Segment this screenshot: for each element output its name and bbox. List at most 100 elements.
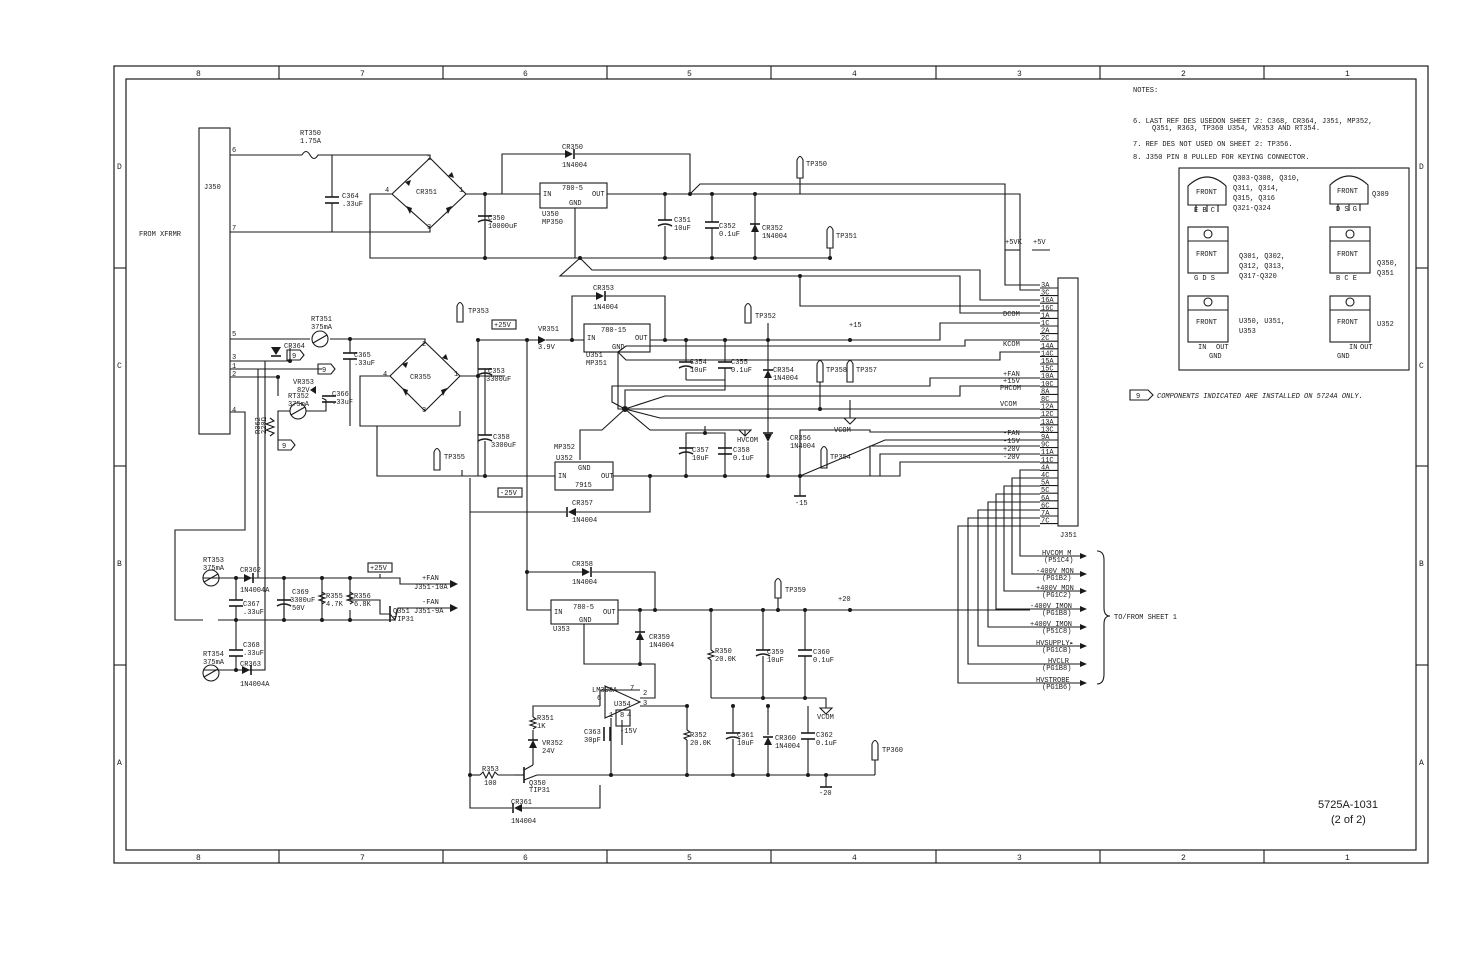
output-arrow: [1080, 680, 1087, 686]
u352-type: 7915: [575, 482, 592, 490]
cr357-value: 1N4004: [572, 517, 597, 525]
j351-pin-1c: 1C: [1041, 320, 1049, 328]
zone-a-right: A: [1419, 759, 1424, 768]
output-signals: HVCOM M (P51C4) -400V MON (PG1B2) +400V …: [957, 469, 1177, 692]
zone-6-bottom: 6: [523, 854, 528, 863]
components-flag: 9: [1136, 393, 1140, 401]
cr354-value: 1N4004: [773, 375, 798, 383]
j351-pin-11c: 11C: [1041, 457, 1054, 465]
u353-type: 780-5: [573, 604, 594, 612]
vr353-value: 82V: [297, 387, 310, 395]
j351-pin-8c: 8C: [1041, 396, 1049, 404]
tp360-ref: TP360: [882, 747, 903, 755]
r353-ref: R353: [482, 766, 499, 774]
j351-pin-7c: 7C: [1041, 518, 1049, 526]
tp353-ref: TP353: [468, 308, 489, 316]
c352-ref: C352: [719, 223, 736, 231]
plus25-fan-flag: +25V: [370, 565, 388, 573]
c350-ref: C350: [488, 215, 505, 223]
pkg4-name-1: Q350,: [1377, 260, 1398, 268]
plus25-flag: +25V: [494, 322, 512, 330]
c364-value: .33uF: [342, 201, 363, 209]
pkg4-pins: B C E: [1336, 275, 1357, 283]
pkg5-name-1: U350, U351,: [1239, 318, 1285, 326]
zone-5-top: 5: [687, 70, 692, 79]
zone-4-top: 4: [852, 70, 857, 79]
u350-out: OUT: [592, 191, 605, 199]
out-hvclr: HVCLR: [1048, 658, 1070, 666]
cr362-value: 1N4004A: [240, 587, 270, 595]
cr359-value: 1N4004: [649, 642, 674, 650]
r356-ref: R356: [354, 593, 371, 601]
u350-ref: U350: [542, 211, 559, 219]
c353-value: 3300uF: [486, 376, 511, 384]
c353-ref: C353: [488, 368, 505, 376]
zone-2-top: 2: [1181, 70, 1186, 79]
note-6-cont: Q351, R363, TP360 U354, VR353 AND RT354.: [1152, 125, 1320, 133]
pkg3-front: FRONT: [1196, 251, 1217, 259]
pkg5-out: OUT: [1216, 344, 1229, 352]
note-8: 8. J350 PIN 8 PULLED FOR KEYING CONNECTO…: [1133, 154, 1309, 162]
r356-value: 6.8K: [354, 601, 372, 609]
output-arrow: [1080, 661, 1087, 667]
c366-ref: C366: [332, 391, 349, 399]
cr355-n4: 4: [383, 371, 387, 379]
c365-ref: C365: [354, 352, 371, 360]
tp359-ref: TP359: [785, 587, 806, 595]
drawing-frame: 8 7 6 5 4 3 2 1 8 7 6 5 4 3 2 1 D C B A …: [113, 65, 1429, 864]
r362-flag: 9: [282, 443, 286, 451]
out-hvsupply: HVSUPPLY▸: [1036, 640, 1074, 648]
out-p400imon: +400V IMON: [1030, 621, 1072, 629]
j351-connector: J351 3A3C16A16C1A1C2A2C14A14C15A15C10A10…: [1000, 277, 1079, 540]
j351-pin-10a: 10A: [1041, 373, 1054, 381]
u354-pin3: 3: [643, 700, 647, 708]
r355-ref: R355: [326, 593, 343, 601]
cr351-n4: 4: [385, 187, 389, 195]
rt352-ref: RT352: [288, 393, 309, 401]
cr354-ref: CR354: [773, 367, 794, 375]
zone-6-top: 6: [523, 70, 528, 79]
bus-m15v: -15V: [1003, 438, 1021, 446]
pkg5-front: FRONT: [1196, 319, 1217, 327]
c357-value: 10uF: [692, 455, 709, 463]
zone-b-left: B: [117, 560, 122, 569]
zone-1-top: 1: [1345, 70, 1350, 79]
vr353-ref: VR353: [293, 379, 314, 387]
output-arrow: [1080, 643, 1087, 649]
bus-fanp: +FAN: [1003, 371, 1020, 379]
cr362-ref: CR362: [240, 567, 261, 575]
components-note: 9 COMPONENTS INDICATED ARE INSTALLED ON …: [1129, 389, 1363, 401]
c359-ref: C359: [767, 649, 784, 657]
c364-ref: C364: [342, 193, 359, 201]
j350-connector: J350 FROM XFRMR 6 7 5 3 1 2 4: [139, 127, 236, 435]
rt351-value: 375mA: [311, 324, 333, 332]
u353-out: OUT: [603, 609, 616, 617]
pm20-supply: 780-5 IN OUT GND U353 CR358 1N4004 CR359…: [468, 512, 1030, 826]
pkg5-name-2: U353: [1239, 328, 1256, 336]
j351-pin-14c: 14C: [1041, 350, 1054, 358]
pkg3-pins: G D S: [1194, 275, 1215, 283]
j351-pin-15a: 15A: [1041, 358, 1054, 366]
u352-in: IN: [558, 473, 566, 481]
u350-gnd: GND: [569, 200, 582, 208]
r351-ref: R351: [537, 715, 554, 723]
u350-in: IN: [543, 191, 551, 199]
j351-pin-10c: 10C: [1041, 381, 1054, 389]
c368-ref: C368: [243, 642, 260, 650]
cr351-n2: 2: [427, 155, 431, 163]
pkg3-name-1: Q301, Q302,: [1239, 253, 1285, 261]
tp355-ref: TP355: [444, 454, 465, 462]
c357-ref: C357: [692, 447, 709, 455]
zone-4-bottom: 4: [852, 854, 857, 863]
j350-pin4: 4: [232, 407, 236, 415]
out-p400imon-pin: (P51C8): [1042, 628, 1071, 636]
j351-pin-12c: 12C: [1041, 411, 1054, 419]
to-from-sheet: TO/FROM SHEET 1: [1114, 614, 1177, 622]
cr364-flag: 9: [292, 353, 296, 361]
zone-7-top: 7: [360, 70, 365, 79]
zone-8-bottom: 8: [196, 854, 201, 863]
pkg6-front: FRONT: [1337, 319, 1358, 327]
c351-ref: C351: [674, 217, 691, 225]
bus-phcom: PHCOM: [1000, 385, 1021, 393]
